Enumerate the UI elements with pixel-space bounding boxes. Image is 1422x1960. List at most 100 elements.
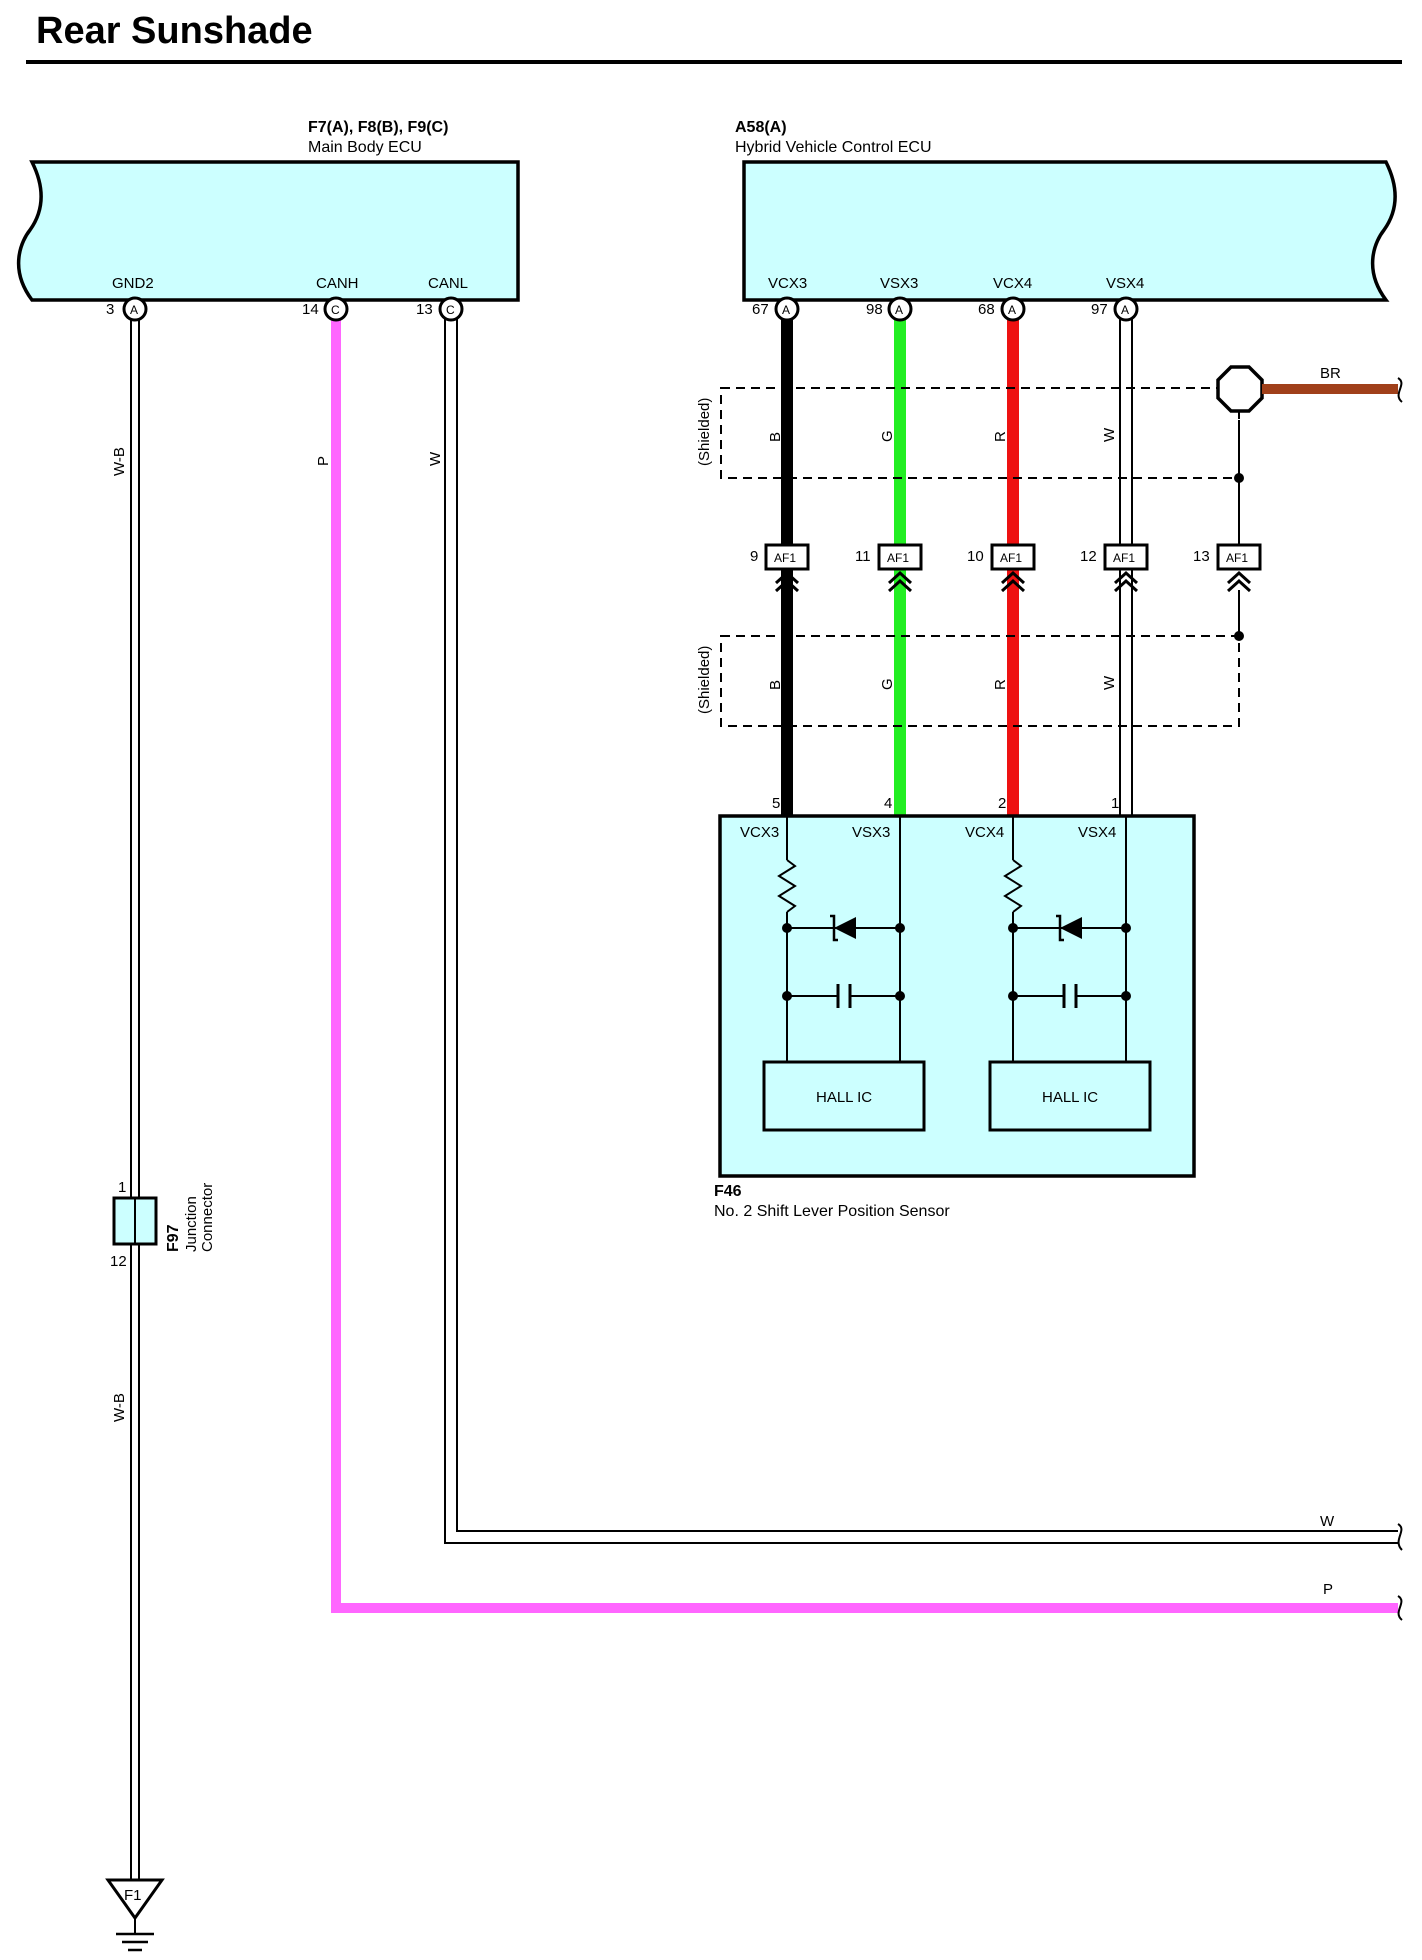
svg-text:A: A	[895, 303, 903, 317]
junction-name-1: Junction	[183, 1196, 200, 1252]
svg-text:13: 13	[1193, 548, 1210, 565]
shield-lower-label: (Shielded)	[696, 646, 713, 714]
junction-code: F97	[165, 1224, 182, 1252]
sensor-code: F46	[714, 1183, 742, 1200]
wire-letter-w-lower: W	[1101, 675, 1118, 690]
svg-text:AF1: AF1	[887, 551, 909, 565]
wire-gnd2-wb	[130, 320, 140, 1880]
wire-canh-pink	[331, 318, 1398, 1613]
sensor-circuit-left	[762, 816, 926, 1132]
svg-text:A: A	[782, 303, 790, 317]
wire-label-br: BR	[1320, 365, 1341, 382]
pin-vcx4: 68 A	[978, 296, 1026, 322]
wire-letter-r-upper: R	[992, 431, 1009, 442]
svg-text:12: 12	[1080, 548, 1097, 565]
wire-letter-b-upper: B	[767, 432, 784, 442]
term-vsx3: VSX3	[880, 275, 918, 292]
svg-text:C: C	[446, 303, 455, 317]
svg-text:AF1: AF1	[1113, 551, 1135, 565]
junction-pin-top: 1	[118, 1179, 126, 1196]
break-mark-p	[1397, 1595, 1403, 1621]
sensor-pin-2: 2	[998, 795, 1006, 812]
svg-text:67: 67	[752, 301, 769, 318]
svg-text:AF1: AF1	[1226, 551, 1248, 565]
main-body-ecu-name: Main Body ECU	[308, 139, 422, 156]
offpage-label-p: P	[1323, 1581, 1333, 1598]
svg-text:AF1: AF1	[774, 551, 796, 565]
wire-label-p: P	[315, 456, 332, 466]
svg-text:11: 11	[855, 548, 871, 565]
svg-text:68: 68	[978, 301, 995, 318]
svg-text:C: C	[331, 303, 340, 317]
svg-text:13: 13	[416, 301, 433, 318]
af1-connector-pin11: 11 AF1	[855, 543, 923, 593]
wire-letter-b-lower: B	[767, 680, 784, 690]
sensor-term-vcx4: VCX4	[965, 824, 1004, 841]
sensor-term-vsx3: VSX3	[852, 824, 890, 841]
junction-name-2: Connector	[199, 1183, 216, 1252]
shield-lower	[720, 635, 1240, 727]
hall-ic-right: HALL IC	[1042, 1089, 1098, 1106]
svg-text:AF1: AF1	[1000, 551, 1022, 565]
hv-ecu-name: Hybrid Vehicle Control ECU	[735, 139, 932, 156]
svg-text:A: A	[1008, 303, 1016, 317]
pin-vsx3: 98 A	[866, 296, 913, 322]
pin-canh: 14 C	[302, 296, 349, 322]
junction-pin-bottom: 12	[110, 1253, 127, 1270]
hall-ic-left: HALL IC	[816, 1089, 872, 1106]
term-vcx3: VCX3	[768, 275, 807, 292]
svg-text:9: 9	[750, 548, 758, 565]
sensor-pin-5: 5	[772, 795, 780, 812]
pin-canl: 13 C	[416, 296, 464, 322]
af1-connector-pin12: 12 AF1	[1080, 543, 1149, 593]
pin-gnd2: 3 A	[106, 296, 148, 322]
drain-splice-lower	[1234, 631, 1244, 641]
sensor-term-vsx4: VSX4	[1078, 824, 1116, 841]
wire-label-wb-upper: W-B	[111, 447, 128, 476]
wire-label-wb-lower: W-B	[111, 1393, 128, 1422]
pin-vcx3: 67 A	[752, 296, 800, 322]
term-canl: CANL	[428, 275, 468, 292]
sensor-pin-1: 1	[1111, 795, 1119, 812]
title-rule	[26, 60, 1402, 64]
svg-text:A: A	[130, 303, 138, 317]
break-mark-w	[1397, 1523, 1403, 1551]
term-vcx4: VCX4	[993, 275, 1032, 292]
svg-text:98: 98	[866, 301, 883, 318]
wire-label-w: W	[427, 451, 444, 466]
sensor-term-vcx3: VCX3	[740, 824, 779, 841]
svg-text:97: 97	[1091, 301, 1108, 318]
term-gnd2: GND2	[112, 275, 154, 292]
sensor-circuit-right	[988, 816, 1152, 1132]
svg-text:10: 10	[967, 548, 984, 565]
svg-text:14: 14	[302, 301, 319, 318]
wire-letter-r-lower: R	[992, 679, 1009, 690]
wire-letter-g-upper: G	[879, 430, 896, 442]
pin-vsx4: 97 A	[1091, 296, 1139, 322]
hv-ecu-box	[742, 160, 1397, 302]
term-canh: CANH	[316, 275, 359, 292]
offpage-label-w: W	[1320, 1513, 1335, 1530]
af1-connector-pin9: 9 AF1	[750, 543, 810, 593]
main-body-ecu-box	[16, 160, 520, 302]
ground-splice	[1216, 365, 1264, 413]
wire-letter-w-upper: W	[1101, 427, 1118, 442]
sensor-name: No. 2 Shift Lever Position Sensor	[714, 1203, 950, 1220]
af1-connector-pin13: 13 AF1	[1193, 543, 1262, 593]
svg-text:A: A	[1121, 303, 1129, 317]
break-mark-br	[1397, 377, 1403, 403]
ground-symbol	[105, 1878, 165, 1952]
hv-ecu-code: A58(A)	[735, 119, 787, 136]
shield-upper-label: (Shielded)	[696, 398, 713, 466]
af1-connector-pin10: 10 AF1	[967, 543, 1036, 593]
drain-splice-upper	[1234, 473, 1244, 483]
svg-text:3: 3	[106, 301, 114, 318]
ground-label-f1: F1	[124, 1887, 142, 1904]
main-body-ecu-code: F7(A), F8(B), F9(C)	[308, 119, 448, 136]
page-title: Rear Sunshade	[36, 10, 313, 52]
wire-canl-white	[444, 318, 1398, 1544]
shield-upper	[720, 387, 1240, 479]
term-vsx4: VSX4	[1106, 275, 1144, 292]
sensor-pin-4: 4	[884, 795, 892, 812]
